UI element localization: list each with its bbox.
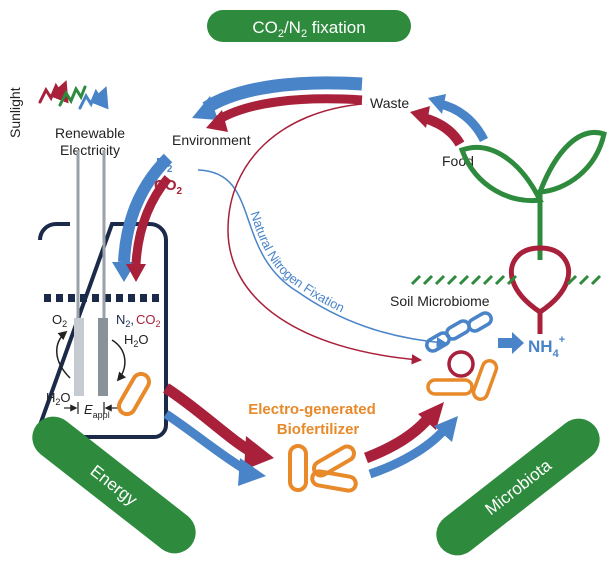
soil-microbes	[425, 311, 499, 401]
cell-h2o-left-label: H2O	[46, 390, 71, 407]
cell-o2-label: O2	[52, 312, 67, 329]
natural-fixation-line	[197, 169, 446, 344]
biofert-line1: Electro-generated	[248, 401, 376, 418]
co2-n2-fixation-badge: CO2/N2 fixation	[207, 10, 411, 42]
soil-line	[410, 274, 602, 286]
renewable-line2: Electricity	[60, 142, 120, 158]
env-co2-label: CO2	[154, 177, 183, 197]
food-to-waste-arrow	[410, 94, 489, 147]
electrochemical-cell	[37, 150, 168, 439]
environment-to-cell-arrow	[112, 153, 173, 282]
anode-electrode	[74, 318, 84, 396]
natural-fixation-label: Natural Nitrogen Fixation	[247, 209, 347, 315]
biofertilizer-bacteria	[288, 444, 358, 493]
soil-microbiome-label: Soil Microbiome	[390, 293, 490, 309]
waste-label: Waste	[370, 95, 409, 111]
cell-n2-co2-label: N2,CO2	[116, 312, 161, 329]
root-icon	[508, 245, 572, 316]
sunlight-waves-icon	[38, 80, 109, 110]
renewable-line1: Renewable	[55, 125, 125, 141]
waste-to-environment-arrow	[192, 76, 363, 132]
energy-badge: Energy	[32, 416, 196, 554]
cell-to-biofertilizer-arrow	[163, 383, 274, 486]
biofertilizer-to-soil-arrow	[364, 402, 458, 479]
microbiota-badge: Microbiota	[436, 418, 600, 556]
co2-n2-fixation-label: CO2/N2 fixation	[252, 18, 365, 40]
carbon-return-line	[227, 103, 423, 365]
cathode-electrode	[98, 318, 108, 396]
nh4-arrow	[498, 332, 524, 354]
plant-icon	[458, 130, 607, 334]
sunlight-label: Sunlight	[7, 87, 23, 138]
environment-label: Environment	[172, 132, 251, 148]
nh4-label: NH4+	[528, 334, 565, 360]
cell-bacterium	[117, 371, 151, 417]
biofert-line2: Biofertilizer	[277, 421, 360, 438]
env-n2-label: N2	[156, 155, 173, 175]
cell-h2o-right-label: H2O	[124, 332, 149, 349]
cell-e-appl-label: Eappl	[84, 402, 110, 420]
